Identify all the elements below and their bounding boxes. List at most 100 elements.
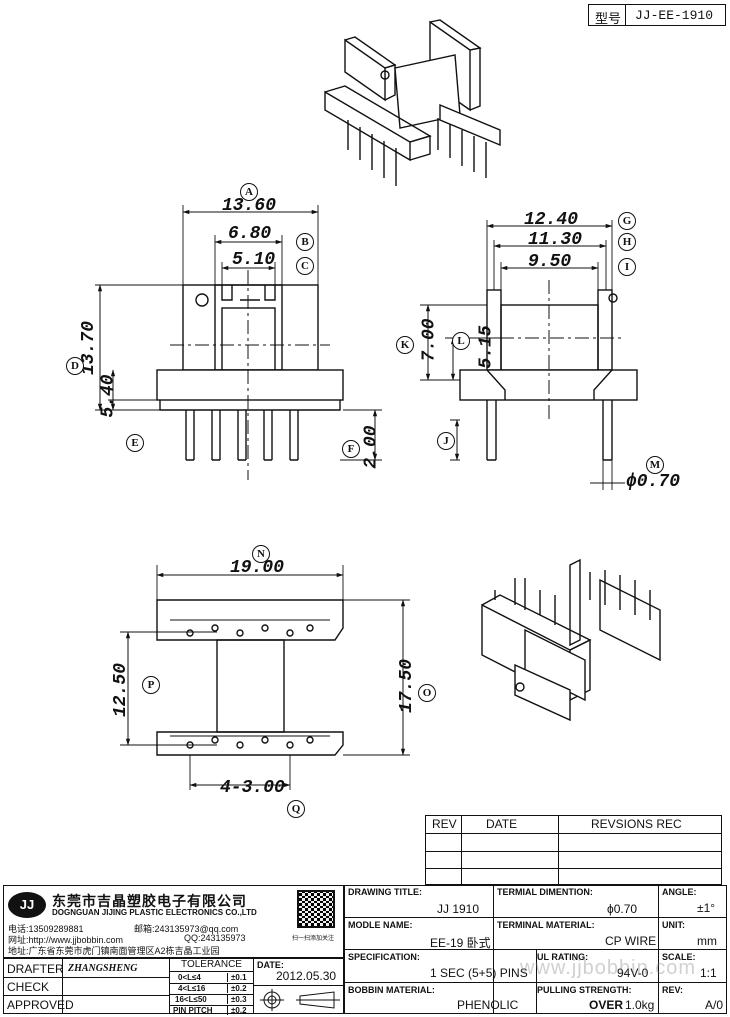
dim-side-i: 9.50 bbox=[528, 252, 572, 272]
terminal-dim-label: TERMIAL DIMENTION: bbox=[497, 887, 593, 897]
date-value: 2012.05.30 bbox=[276, 969, 337, 983]
terminal-material-label: TERMINAL MATERIAL: bbox=[497, 920, 595, 930]
pulling-strength-over: OVER bbox=[589, 998, 624, 1012]
drafter-block: DRAFTER ZHANGSHENG CHECK APPROVED TOLERA… bbox=[3, 958, 345, 1015]
revisions-header: REVSIONS REC bbox=[591, 817, 682, 831]
tag-d: D bbox=[66, 357, 84, 375]
tag-f: F bbox=[342, 440, 360, 458]
qr-caption: 扫一扫添加关注 bbox=[292, 936, 335, 942]
terminal-material-value: CP WIRE bbox=[605, 934, 657, 948]
dim-side-m: ϕ0.70 bbox=[626, 472, 681, 492]
bobbin-material-label: BOBBIN MATERIAL: bbox=[348, 985, 435, 995]
approved-label: APPROVED bbox=[7, 998, 74, 1012]
drafter-label: DRAFTER bbox=[7, 962, 64, 976]
drawing-title-value: JJ 1910 bbox=[437, 902, 480, 916]
model-number-box: 型号 JJ-EE-1910 bbox=[588, 4, 726, 26]
side-view bbox=[459, 280, 638, 461]
specification-value: 1 SEC (5+5) PINS bbox=[430, 966, 528, 980]
model-name-label: MODLE NAME: bbox=[348, 920, 413, 930]
tag-j: J bbox=[437, 432, 455, 450]
tolerance-value: ±0.3 bbox=[227, 995, 247, 1004]
tag-p: P bbox=[142, 676, 160, 694]
tag-q: Q bbox=[287, 800, 305, 818]
date-header: DATE bbox=[486, 817, 518, 831]
pulling-strength-value: 1.0kg bbox=[625, 998, 655, 1012]
tag-h: H bbox=[618, 233, 636, 251]
tolerance-value: ±0.2 bbox=[227, 1006, 247, 1015]
tag-i: I bbox=[618, 258, 636, 276]
pulling-strength-label: PULLING STRENGTH: bbox=[537, 985, 632, 995]
ul-divider bbox=[536, 949, 537, 1014]
tolerance-row: PIN PITCH ±0.2 bbox=[170, 1006, 253, 1016]
company-email: 邮箱:243135973@qq.com bbox=[134, 924, 239, 934]
company-block: JJ 东莞市吉晶塑胶电子有限公司 DOGNGUAN JIJING PLASTIC… bbox=[3, 885, 344, 958]
unit-value: mm bbox=[697, 934, 717, 948]
revision-table: REV DATE REVSIONS REC bbox=[425, 815, 722, 885]
dim-front-c: 5.10 bbox=[232, 250, 276, 270]
dim-front-e: 5.40 bbox=[98, 374, 119, 418]
tag-e: E bbox=[126, 434, 144, 452]
company-phone: 电话:13509289881 bbox=[8, 924, 84, 934]
tolerance-row: 16<L≤50 ±0.3 bbox=[170, 995, 253, 1006]
dim-bottom-o: 17.50 bbox=[397, 658, 418, 714]
company-name-en: DOGNGUAN JIJING PLASTIC ELECTRONICS CO.,… bbox=[52, 908, 257, 917]
dim-side-l: 5.15 bbox=[476, 325, 497, 369]
tag-n: N bbox=[252, 545, 270, 563]
date-label: DATE: bbox=[257, 960, 284, 970]
rev-label: REV: bbox=[662, 985, 684, 995]
dim-front-f: 2.00 bbox=[361, 425, 382, 469]
dim-bottom-q: 4-3.00 bbox=[220, 778, 285, 798]
terminal-dim-value: ϕ0.70 bbox=[607, 902, 638, 916]
tolerance-table: TOLERANCE 0<L≤4 ±0.1 4<L≤16 ±0.2 16<L≤50… bbox=[170, 959, 253, 1015]
dim-side-h: 11.30 bbox=[528, 230, 583, 250]
company-name-cn: 东莞市吉晶塑胶电子有限公司 bbox=[52, 893, 247, 909]
angle-value: ±1° bbox=[697, 901, 716, 915]
tolerance-range: PIN PITCH bbox=[173, 1006, 213, 1015]
tag-m: M bbox=[646, 456, 664, 474]
dim-bottom-n: 19.00 bbox=[230, 558, 285, 578]
rev-header: REV bbox=[432, 817, 457, 831]
watermark: www.jjbobbin.com bbox=[520, 957, 697, 979]
tag-g: G bbox=[618, 212, 636, 230]
scale-label: SCALE: bbox=[662, 952, 696, 962]
tolerance-range: 16<L≤50 bbox=[175, 995, 207, 1004]
dim-front-b: 6.80 bbox=[228, 224, 272, 244]
angle-label: ANGLE: bbox=[662, 887, 697, 897]
tag-l: L bbox=[452, 332, 470, 350]
model-name-value: EE-19 卧式 bbox=[430, 936, 491, 950]
model-divider bbox=[625, 5, 626, 25]
front-view bbox=[156, 270, 344, 480]
tolerance-range: 0<L≤4 bbox=[178, 973, 201, 982]
title-block: DRAWING TITLE: JJ 1910 TERMIAL DIMENTION… bbox=[344, 885, 727, 1014]
logo-text: JJ bbox=[19, 897, 35, 912]
dim-side-k: 7.00 bbox=[419, 318, 440, 362]
tolerance-value: ±0.2 bbox=[227, 984, 247, 993]
iso-view-top bbox=[324, 19, 501, 186]
tolerance-label: TOLERANCE bbox=[170, 959, 253, 972]
dim-side-g: 12.40 bbox=[524, 210, 579, 230]
projection-symbol-icon bbox=[260, 989, 340, 1011]
tolerance-range: 4<L≤16 bbox=[178, 984, 206, 993]
rev-value: A/0 bbox=[705, 998, 724, 1012]
company-qq: QQ:243135973 bbox=[184, 933, 246, 943]
tolerance-value: ±0.1 bbox=[227, 973, 247, 982]
qr-code bbox=[297, 890, 335, 928]
tag-c: C bbox=[296, 257, 314, 275]
tag-k: K bbox=[396, 336, 414, 354]
dim-bottom-p: 12.50 bbox=[111, 662, 132, 718]
specification-label: SPECIFICATION: bbox=[348, 952, 420, 962]
scale-value: 1:1 bbox=[700, 966, 717, 980]
company-web: 网址:http://www.jjbobbin.com bbox=[8, 935, 124, 945]
bottom-view bbox=[156, 599, 344, 756]
bobbin-material-value: PHENOLIC bbox=[457, 998, 519, 1012]
drawing-title-label: DRAWING TITLE: bbox=[348, 887, 422, 897]
tolerance-row: 4<L≤16 ±0.2 bbox=[170, 984, 253, 995]
tag-o: O bbox=[418, 684, 436, 702]
company-logo: JJ bbox=[8, 892, 46, 918]
ul-rating-label: UL RATING: bbox=[537, 952, 589, 962]
iso-view-bottom bbox=[481, 558, 661, 722]
dim-front-a: 13.60 bbox=[222, 196, 277, 216]
tag-b: B bbox=[296, 233, 314, 251]
model-value: JJ-EE-1910 bbox=[635, 8, 714, 23]
